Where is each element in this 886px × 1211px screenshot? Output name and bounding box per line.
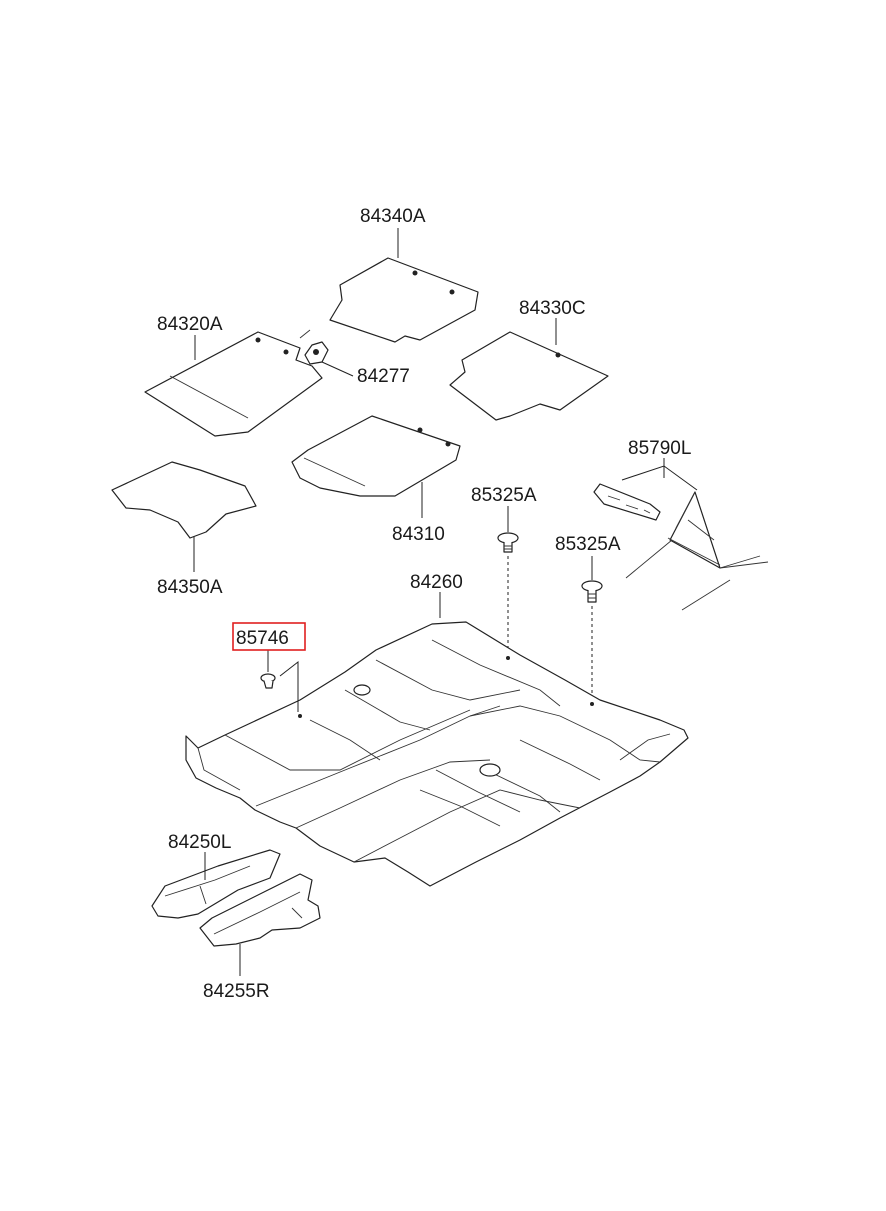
pad-84250L[interactable] bbox=[151, 849, 281, 919]
mat-84330C[interactable] bbox=[449, 331, 609, 421]
screw-85325A-1[interactable] bbox=[497, 532, 519, 553]
carpet-84260[interactable] bbox=[185, 621, 689, 887]
clip-84277[interactable] bbox=[299, 329, 329, 365]
label-84330C[interactable]: 84330C bbox=[519, 298, 586, 319]
label-84350A[interactable]: 84350A bbox=[157, 577, 223, 598]
mat-84310[interactable] bbox=[291, 415, 461, 497]
mat-84350A[interactable] bbox=[111, 461, 257, 539]
mat-84320A[interactable] bbox=[144, 331, 323, 437]
label-84255R[interactable]: 84255R bbox=[203, 981, 270, 1002]
part-85790L[interactable] bbox=[593, 483, 769, 611]
screw-85325A-2[interactable] bbox=[581, 580, 603, 603]
label-84340A[interactable]: 84340A bbox=[360, 206, 426, 227]
highlight-box-85746 bbox=[232, 622, 306, 651]
label-84320A[interactable]: 84320A bbox=[157, 314, 223, 335]
label-84277[interactable]: 84277 bbox=[357, 366, 410, 387]
label-84250L[interactable]: 84250L bbox=[168, 832, 231, 853]
label-85790L[interactable]: 85790L bbox=[628, 438, 691, 459]
label-85746[interactable]: 85746 bbox=[236, 628, 289, 649]
leader-85746-target bbox=[279, 660, 299, 712]
label-85325A-1[interactable]: 85325A bbox=[471, 485, 537, 506]
label-84310[interactable]: 84310 bbox=[392, 524, 445, 545]
leader-85790L bbox=[621, 465, 698, 491]
label-85325A-2[interactable]: 85325A bbox=[555, 534, 621, 555]
fastener-85746[interactable] bbox=[260, 673, 276, 689]
mat-84340A[interactable] bbox=[329, 257, 479, 343]
label-84260[interactable]: 84260 bbox=[410, 572, 463, 593]
pad-84255R[interactable] bbox=[199, 873, 321, 947]
leader-84277 bbox=[321, 361, 354, 377]
